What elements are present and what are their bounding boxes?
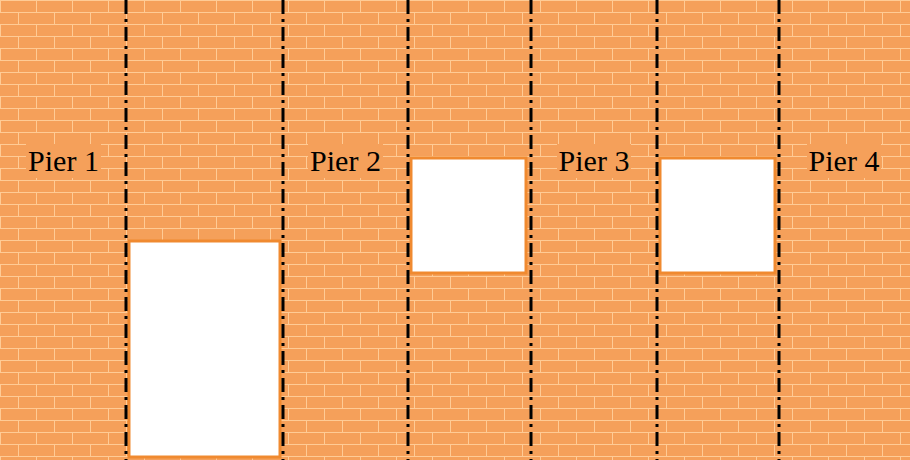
pier-boundary — [778, 0, 781, 460]
pier-label: Pier 1 — [26, 144, 101, 178]
pier-label: Pier 2 — [308, 144, 383, 178]
pier-label: Pier 4 — [807, 144, 882, 178]
pier-boundary — [282, 0, 285, 460]
window-opening — [660, 158, 775, 273]
pier-boundary — [407, 0, 410, 460]
pier-boundaries — [126, 0, 779, 460]
pier-boundary — [530, 0, 533, 460]
window-opening — [411, 158, 526, 273]
door-opening — [129, 241, 280, 457]
pier-label: Pier 3 — [557, 144, 632, 178]
pier-boundary — [125, 0, 128, 460]
pier-boundary — [656, 0, 659, 460]
